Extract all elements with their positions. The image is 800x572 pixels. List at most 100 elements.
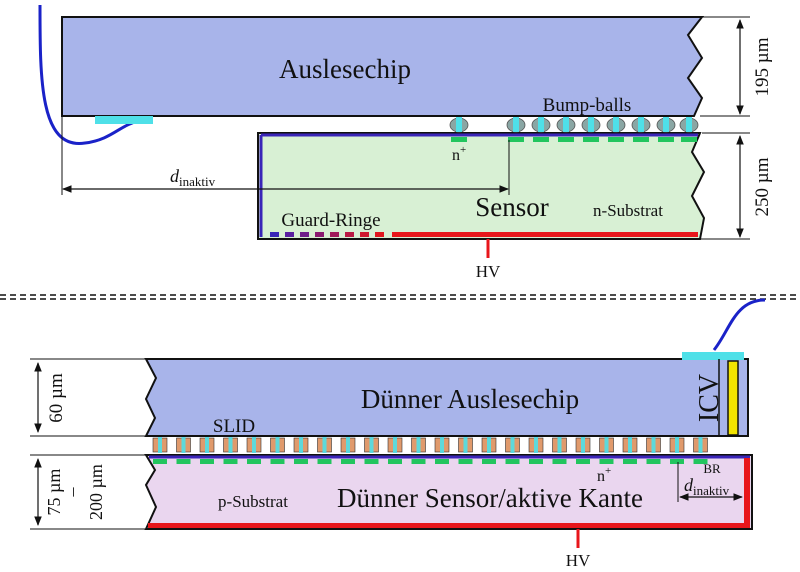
thin-sensor-label: Dünner Sensor/aktive Kante (337, 483, 643, 513)
sensor-pad (270, 459, 285, 464)
sensor-pad (681, 137, 697, 142)
sensor-pad (223, 459, 238, 464)
bump-stem (686, 117, 692, 132)
slid-via (252, 437, 256, 453)
slid-via (604, 437, 609, 453)
sensor-pad (505, 459, 520, 464)
bond-pad (95, 116, 153, 124)
sensor-pad (247, 459, 261, 464)
slid-via (628, 437, 632, 453)
guard-ring (285, 232, 294, 237)
sensor-pad (341, 459, 355, 464)
dim-thin-sensor-label-b: 200 µm (86, 464, 106, 520)
bump-stem (588, 117, 594, 132)
bump-ball-row (449, 117, 699, 142)
slid-via (557, 437, 562, 453)
guard-ring (360, 232, 369, 237)
sensor-pad (658, 137, 674, 142)
guard-ring (375, 232, 384, 237)
sensor-pad (693, 459, 708, 464)
br-label: BR (703, 461, 721, 476)
sensor-pad (317, 459, 332, 464)
thin-sensor (144, 454, 753, 530)
slid-label: SLID (213, 416, 255, 437)
slid-via (181, 437, 186, 453)
thin-chip-label: Dünner Auslesechip (361, 384, 579, 414)
guard-ring (345, 232, 354, 237)
readout-chip-label: Auslesechip (279, 54, 411, 84)
sensor-pad (388, 459, 402, 464)
dim-thin-chip-label: 60 µm (46, 373, 67, 423)
slid-via (651, 437, 656, 453)
slid-via (487, 437, 491, 453)
bump-stem (538, 117, 544, 132)
slid-via (510, 437, 515, 453)
substrate-label: n-Substrat (593, 201, 663, 220)
slid-via (698, 437, 703, 453)
p-substrate-label: p-Substrat (218, 492, 288, 511)
sensor-pad (153, 459, 167, 464)
sensor-pad (533, 137, 549, 142)
dim-chip-label: 195 µm (752, 37, 773, 96)
sensor-pad (608, 137, 624, 142)
slid-via (440, 437, 444, 453)
slid-via (158, 437, 162, 453)
icv-label: ICV (694, 374, 725, 422)
nplus-label-bottom: n+ (597, 465, 611, 485)
bump-stem (456, 117, 462, 132)
sensor-pad (364, 459, 379, 464)
sensor-pad (411, 459, 426, 464)
sensor-pad (599, 459, 614, 464)
sensor-pad (482, 459, 496, 464)
active-edge (744, 458, 750, 528)
slid-via (275, 437, 280, 453)
slid-via (581, 437, 585, 453)
sensor-pad (552, 459, 567, 464)
slid-row (152, 437, 708, 453)
sensor-pad (294, 459, 308, 464)
sensor-pad (576, 459, 590, 464)
slid-via (205, 437, 209, 453)
bump-stem (663, 117, 669, 132)
slid-via (534, 437, 538, 453)
hv-label-bottom: HV (566, 551, 591, 570)
backside-contact-top (392, 232, 698, 237)
slid-via (369, 437, 374, 453)
sensor-pad (435, 459, 449, 464)
bond-wire (38, 4, 136, 145)
dim-thin-sensor-label-a: 75 µm (44, 469, 64, 516)
sensor-pad (458, 459, 473, 464)
bump-balls-label: Bump-balls (543, 95, 632, 116)
guard-rings (270, 232, 384, 237)
sensor-label: Sensor (475, 192, 549, 222)
sensor-pad (451, 137, 467, 142)
sensor-pad (633, 137, 649, 142)
slid-via (463, 437, 468, 453)
sensor-pad (583, 137, 599, 142)
slid-via (346, 437, 350, 453)
sensor-pad-row (153, 459, 708, 464)
slid-via (393, 437, 397, 453)
guard-ring (315, 232, 324, 237)
sensor-pad (200, 459, 214, 464)
sensor-pad (646, 459, 661, 464)
slid-via (416, 437, 421, 453)
guard-ring (270, 232, 279, 237)
bump-stem (613, 117, 619, 132)
sensor-pad (508, 137, 524, 142)
thin-readout-chip (144, 358, 749, 437)
nplus-label: n+ (452, 144, 466, 164)
readout-chip-top (61, 16, 705, 117)
bump-stem (638, 117, 644, 132)
sensor-pad (529, 459, 543, 464)
guard-ring (330, 232, 339, 237)
slid-via (675, 437, 679, 453)
slid-via (299, 437, 303, 453)
bond-wire-bottom (712, 298, 766, 351)
slid-via (322, 437, 327, 453)
bond-pad-bottom (682, 352, 744, 360)
icv-via (727, 360, 739, 436)
backside-contact-bottom (148, 523, 750, 528)
guard-rings-label: Guard-Ringe (281, 210, 380, 231)
